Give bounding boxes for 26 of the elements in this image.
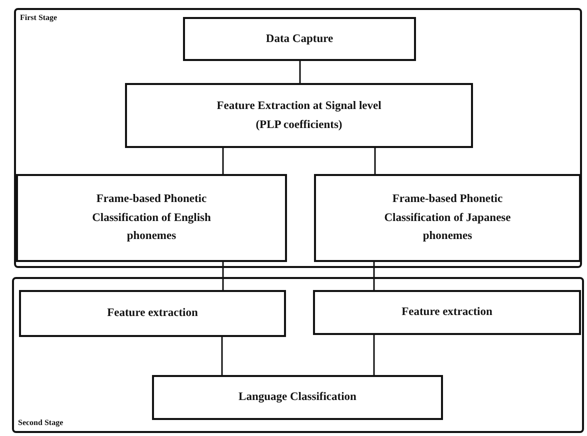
connector-line [373, 335, 375, 375]
box-label: Feature extraction [402, 305, 492, 320]
box-label: Feature Extraction at Signal level [216, 99, 382, 114]
connector-line [373, 262, 375, 290]
stage-panel [14, 8, 582, 268]
connector-line [374, 148, 376, 174]
process-box [152, 375, 443, 420]
box-label: (PLP coefficients) [256, 118, 342, 132]
box-label: Frame-based Phonetic Classification of Japanese phonemes [383, 192, 512, 244]
box-label: Frame-based Phonetic Classification of English phonemes [91, 192, 212, 244]
stage-label: Second Stage [18, 419, 64, 427]
connector-line [221, 337, 223, 375]
box-label: Language Classification [238, 390, 356, 406]
box-label: Data Capture [266, 32, 334, 47]
connector-line [222, 148, 224, 174]
stage-panel [12, 277, 584, 433]
connector-line [222, 262, 224, 290]
process-box [125, 83, 473, 148]
process-box [183, 17, 416, 61]
process-box [314, 174, 581, 262]
process-box [16, 174, 287, 262]
connector-line [299, 61, 301, 83]
process-box [313, 290, 581, 335]
box-label: Feature extraction [107, 306, 198, 322]
process-box [19, 290, 286, 337]
stage-label: First Stage [20, 14, 58, 22]
